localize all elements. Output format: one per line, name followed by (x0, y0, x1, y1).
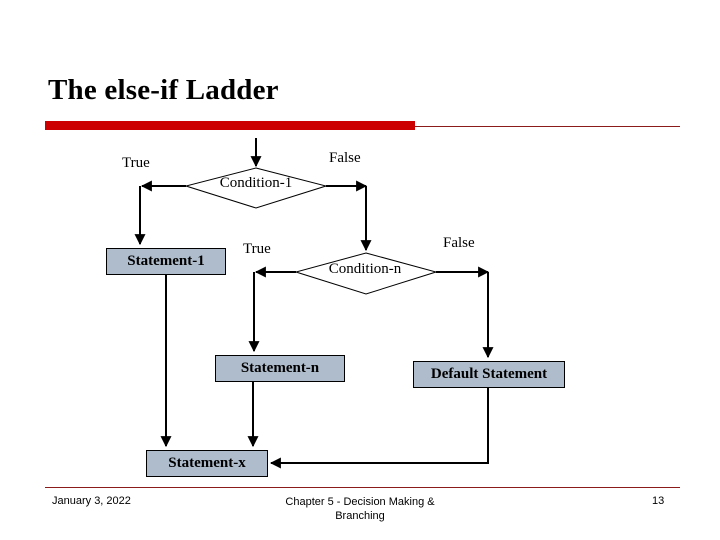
branch-label-condition-n-false: False (443, 235, 475, 251)
process-box-statement-n: Statement-n (215, 355, 345, 382)
decision-label-condition-1: Condition-1 (219, 175, 293, 191)
process-box-default-statement: Default Statement (413, 361, 565, 388)
footer-rule (45, 487, 680, 488)
footer-center-line-1: Chapter 5 - Decision Making & (285, 496, 435, 508)
process-box-statement-x: Statement-x (146, 450, 268, 477)
branch-label-condition-1-false: False (329, 150, 361, 166)
branch-label-condition-n-true: True (243, 241, 271, 257)
process-box-statement-1: Statement-1 (106, 248, 226, 275)
title-accent-bar (45, 121, 415, 130)
page-title: The else-if Ladder (48, 74, 279, 106)
decision-label-condition-n: Condition-n (328, 261, 402, 277)
footer-date: January 3, 2022 (52, 495, 131, 507)
branch-label-condition-1-true: True (122, 155, 150, 171)
footer-center-line-2: Branching (335, 510, 385, 522)
footer-page-number: 13 (652, 495, 665, 507)
footer-center-text: Chapter 5 - Decision Making & Branching (230, 495, 490, 523)
